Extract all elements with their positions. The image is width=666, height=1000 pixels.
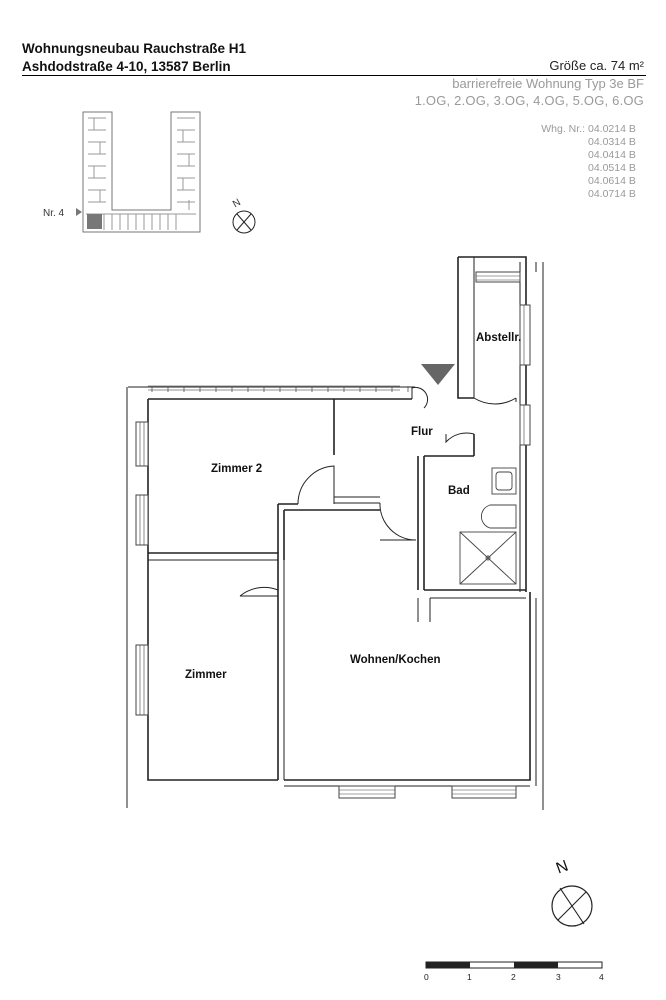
apartment-size: Größe ca. 74 m² — [549, 58, 644, 73]
room-label-living: Wohnen/Kochen — [350, 654, 441, 666]
entrance-arrow-icon — [421, 364, 455, 385]
room-label-room: Zimmer — [185, 669, 227, 681]
scale-tick: 3 — [556, 972, 561, 982]
unit-number: 04.0714 B — [588, 188, 636, 200]
windows — [135, 271, 531, 799]
unit-number-list: Whg. Nr.:04.0214 B 04.0314 B 04.0414 B 0… — [541, 123, 644, 201]
unit-number: 04.0514 B — [588, 162, 636, 174]
room-label-hall: Flur — [411, 426, 433, 438]
scale-tick: 1 — [467, 972, 472, 982]
scale-tick: 2 — [511, 972, 516, 982]
svg-text:N: N — [231, 197, 243, 210]
unit-number: 04.0614 B — [588, 175, 636, 187]
header-rule — [22, 75, 646, 76]
doors — [239, 386, 517, 597]
top-edge-marks — [151, 386, 409, 392]
floor-list: 1.OG, 2.OG, 3.OG, 4.OG, 5.OG, 6.OG — [414, 93, 644, 108]
key-plan-unit-highlight — [87, 214, 102, 229]
unit-number-label: Whg. Nr.: — [541, 123, 585, 135]
apartment-type: barrierefreie Wohnung Typ 3e BF — [452, 76, 644, 91]
svg-text:N: N — [554, 858, 571, 878]
key-plan-north-icon: N — [231, 197, 256, 234]
project-address: Ashdodstraße 4-10, 13587 Berlin — [22, 59, 231, 74]
north-arrow-icon: N — [551, 858, 593, 927]
scale-tick: 0 — [424, 972, 429, 982]
key-plan-marker-arrow — [76, 208, 82, 216]
scale-tick: 4 — [599, 972, 604, 982]
room-label-storage: Abstellr. — [476, 332, 521, 344]
walls — [126, 256, 544, 810]
unit-number: 04.0314 B — [588, 136, 636, 148]
room-label-room2: Zimmer 2 — [211, 463, 262, 475]
unit-number: 04.0214 B — [588, 123, 636, 135]
project-title: Wohnungsneubau Rauchstraße H1 — [22, 41, 247, 56]
key-plan-marker: Nr. 4 — [43, 208, 65, 219]
room-label-bath: Bad — [448, 485, 470, 497]
bath-fixtures — [459, 467, 517, 585]
scale-bar: 0 1 2 3 4 — [424, 961, 604, 982]
unit-number: 04.0414 B — [588, 149, 636, 161]
